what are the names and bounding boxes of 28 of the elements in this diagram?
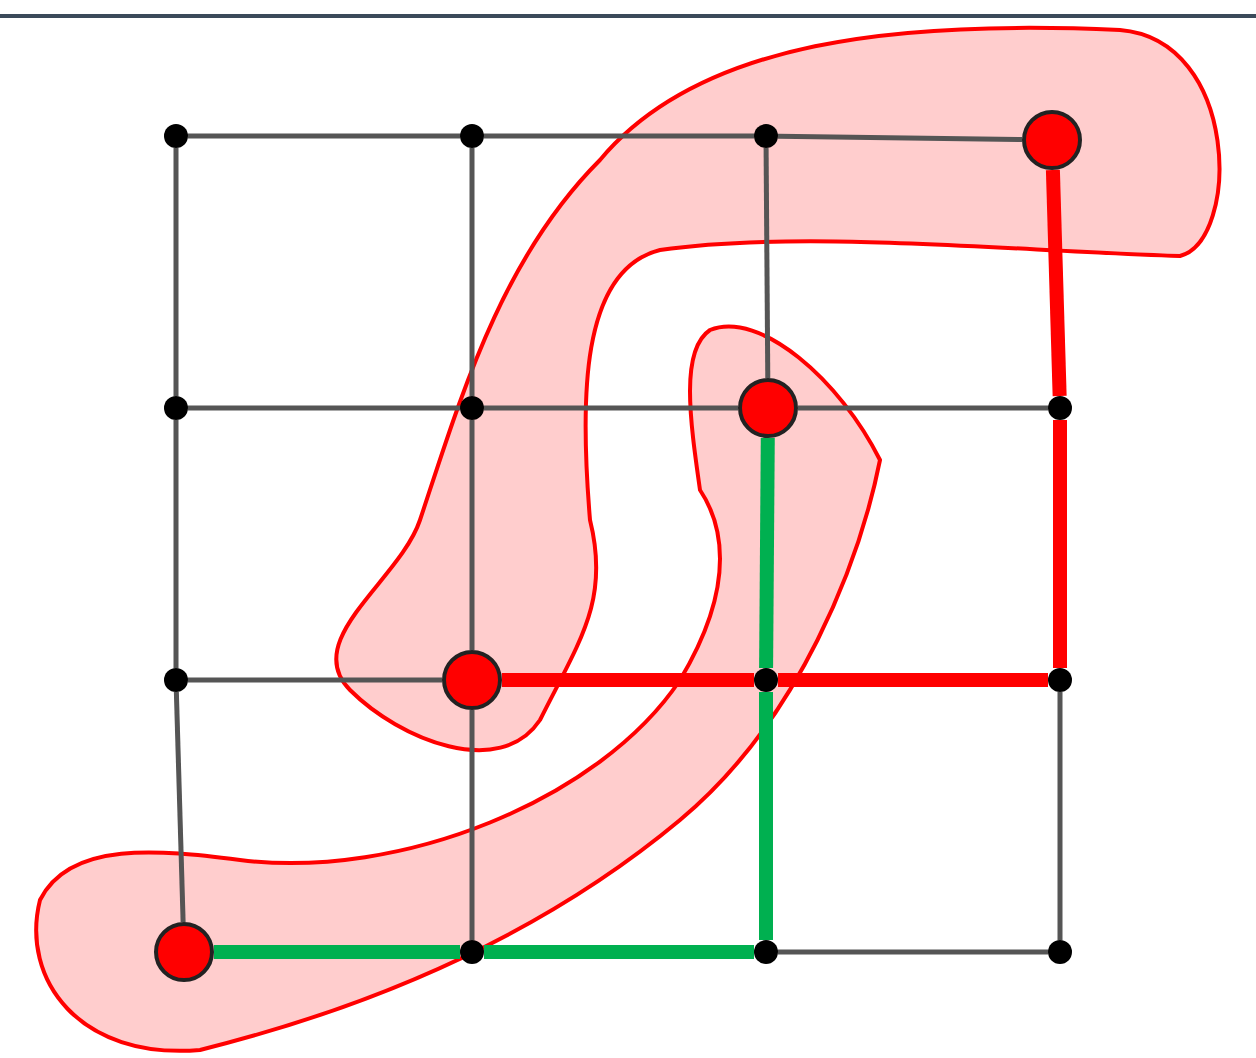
edge-line: [1045, 169, 1067, 397]
edge-line: [777, 133, 1023, 143]
edge-line: [778, 673, 1048, 687]
edge-line: [188, 133, 460, 139]
edge-line: [484, 133, 754, 139]
highlighted-vertex: [738, 378, 798, 438]
edge-line: [759, 692, 773, 940]
edge-line: [798, 405, 1048, 411]
edge-line: [173, 420, 179, 668]
highlighted-vertex: [1022, 110, 1082, 170]
edge-line: [173, 148, 179, 396]
edge-line: [469, 420, 475, 650]
edge-line: [759, 437, 775, 669]
edge-line: [1057, 692, 1063, 940]
edge-line: [763, 148, 771, 378]
edge-line: [173, 691, 186, 923]
edge-line: [214, 945, 460, 959]
edge-line: [778, 949, 1048, 955]
edge-line: [469, 710, 475, 940]
edge-line: [1053, 420, 1067, 668]
edge-line: [188, 405, 460, 411]
highlighted-vertex: [154, 922, 214, 982]
highlighted-vertex: [442, 650, 502, 710]
edge-line: [484, 405, 738, 411]
edge-line: [484, 945, 754, 959]
edge-line: [469, 148, 475, 396]
edge-line: [502, 673, 754, 687]
edge-line: [188, 677, 442, 683]
